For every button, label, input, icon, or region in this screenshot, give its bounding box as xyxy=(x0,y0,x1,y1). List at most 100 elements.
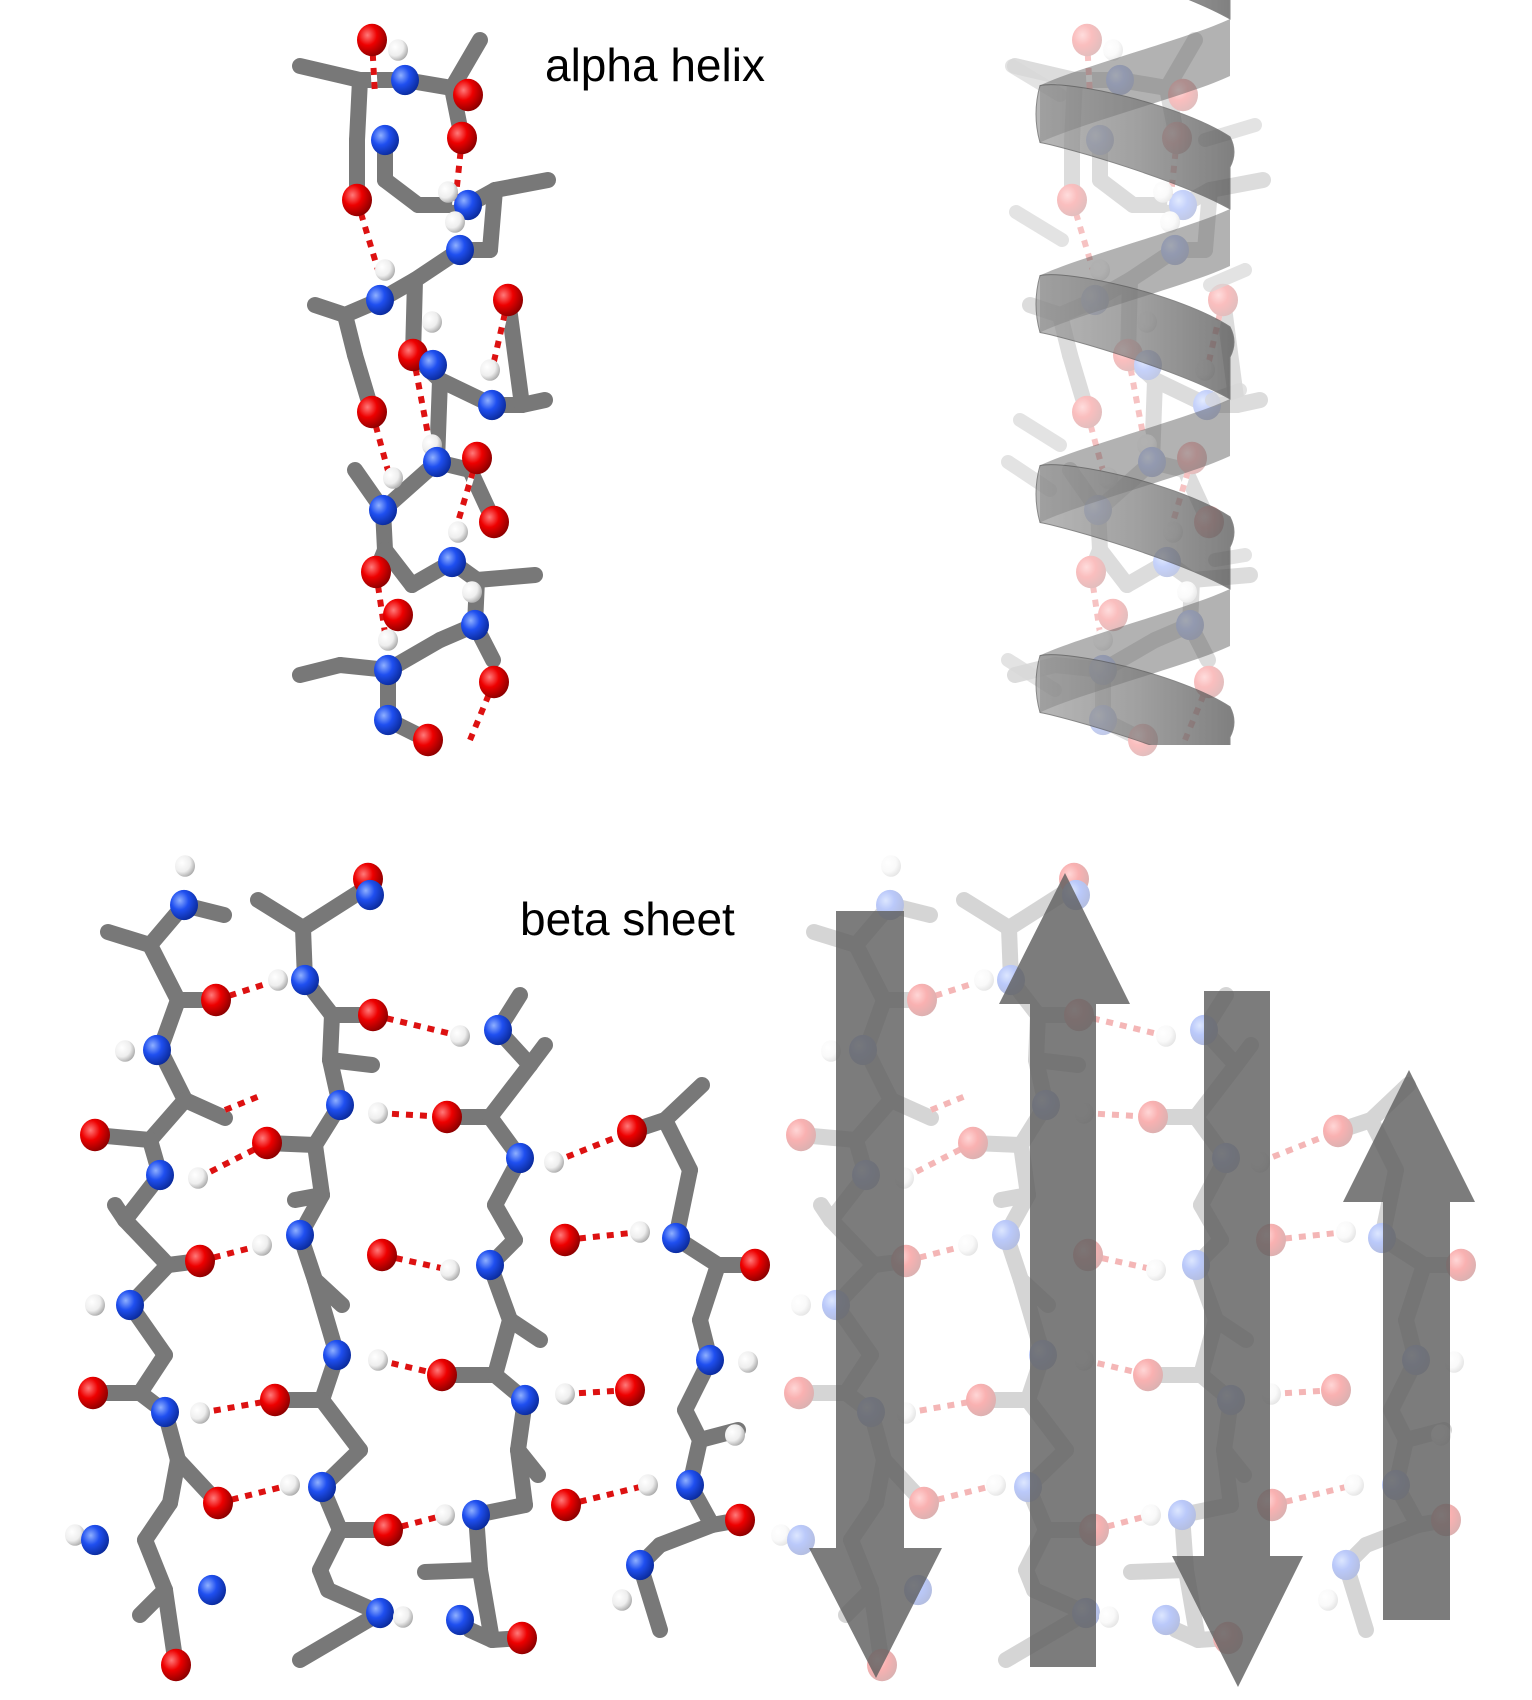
atom-n xyxy=(1169,189,1197,221)
ribbon-front-face xyxy=(1035,84,1235,210)
bond-stick xyxy=(1092,172,1141,213)
atom-o xyxy=(357,23,387,57)
hydrogen-bond-dash xyxy=(564,1387,631,1397)
strand-arrow-4-up xyxy=(1343,1070,1475,1620)
atom-o xyxy=(203,1486,233,1520)
ribbon-front-face xyxy=(1188,0,1231,20)
bond-stick xyxy=(482,182,503,258)
atom-h xyxy=(958,1234,978,1256)
bond-stick xyxy=(307,1137,330,1203)
atom-o xyxy=(958,1126,988,1160)
atom-o xyxy=(1076,555,1106,589)
bond-stick xyxy=(462,1622,500,1648)
atom-o xyxy=(784,1376,814,1410)
bond-stick xyxy=(292,657,348,683)
hydrogen-bond-dash xyxy=(921,977,985,1003)
atom-n xyxy=(366,1597,394,1629)
bond-stick xyxy=(1159,32,1203,96)
atom-n xyxy=(506,1142,534,1174)
atom-h xyxy=(368,1349,388,1371)
atom-n xyxy=(787,1524,815,1556)
atom-o xyxy=(447,121,477,155)
atom-h xyxy=(1146,1259,1166,1281)
bond-stick xyxy=(417,1562,488,1580)
strand-arrow-3-down xyxy=(1172,991,1303,1687)
bond-stick xyxy=(292,58,368,88)
atom-o xyxy=(479,505,509,539)
atom-n xyxy=(391,64,419,96)
atom-o xyxy=(909,1486,939,1520)
atom-o xyxy=(358,998,388,1032)
bond-stick xyxy=(500,292,530,413)
bond-stick xyxy=(657,1112,698,1178)
atom-n xyxy=(1152,1604,1180,1636)
atom-n xyxy=(369,494,397,526)
hydrogen-bond-dash xyxy=(373,571,389,641)
atom-n xyxy=(626,1549,654,1581)
atom-o xyxy=(615,1373,645,1407)
hydrogen-bond-dash xyxy=(564,1229,641,1243)
atom-h xyxy=(65,1524,85,1546)
hydrogen-bond-dash xyxy=(381,1252,451,1273)
atom-h xyxy=(974,969,994,991)
atom-n xyxy=(1168,1499,1196,1531)
atom-h xyxy=(85,1294,105,1316)
atom-o xyxy=(617,1114,647,1148)
atom-h xyxy=(375,259,395,281)
bond-stick xyxy=(292,1605,388,1668)
atom-h xyxy=(445,211,465,233)
atom-n xyxy=(696,1344,724,1376)
atom-h xyxy=(725,1424,745,1446)
atom-n xyxy=(1106,64,1134,96)
bond-stick xyxy=(1229,392,1268,413)
atom-o xyxy=(357,395,387,429)
hydrogen-bond-dash xyxy=(1069,199,1096,271)
bond-stick xyxy=(1197,182,1218,258)
atom-o xyxy=(373,1513,403,1547)
atom-n xyxy=(151,1396,179,1428)
atom-n xyxy=(286,1219,314,1251)
atom-n xyxy=(462,1499,490,1531)
hydrogen-bond-dash xyxy=(1093,1512,1152,1533)
bond-stick xyxy=(510,1442,533,1513)
hydrogen-bond-dash xyxy=(467,680,497,742)
bond-stick xyxy=(444,32,488,96)
atom-o xyxy=(1072,395,1102,429)
atom-o xyxy=(383,598,413,632)
atom-h xyxy=(438,181,458,203)
atom-o xyxy=(201,983,231,1017)
atom-o xyxy=(185,1244,215,1278)
atom-n xyxy=(374,704,402,736)
atom-o xyxy=(427,1358,457,1392)
atom-h xyxy=(1336,1221,1356,1243)
hydrogen-bond-dash xyxy=(1270,1387,1337,1397)
hydrogen-bond-dash xyxy=(215,977,279,1003)
bond-stick xyxy=(137,1532,173,1598)
atom-o xyxy=(479,665,509,699)
atom-n xyxy=(323,1339,351,1371)
atom-o xyxy=(1072,23,1102,57)
atom-n xyxy=(461,609,489,641)
atom-h xyxy=(881,855,901,877)
bond-stick xyxy=(472,1562,500,1648)
atom-n xyxy=(676,1469,704,1501)
atom-h xyxy=(791,1294,811,1316)
atom-n xyxy=(1138,446,1166,478)
atom-o xyxy=(550,1223,580,1257)
atom-h xyxy=(1090,259,1110,281)
atom-h xyxy=(1103,39,1123,61)
atom-h xyxy=(115,1040,135,1062)
atom-o xyxy=(740,1248,770,1282)
atom-n xyxy=(374,654,402,686)
bond-stick xyxy=(657,1077,710,1128)
bond-stick xyxy=(813,1197,839,1228)
alpha-helix-atoms xyxy=(292,23,556,757)
atom-h xyxy=(175,855,195,877)
atom-h xyxy=(544,1151,564,1173)
atom-o xyxy=(1098,598,1128,632)
atom-n xyxy=(198,1574,226,1606)
strand-arrow-1-down xyxy=(809,911,942,1678)
atom-n xyxy=(146,1159,174,1191)
bond-stick xyxy=(1092,542,1135,593)
atom-h xyxy=(1177,581,1197,603)
